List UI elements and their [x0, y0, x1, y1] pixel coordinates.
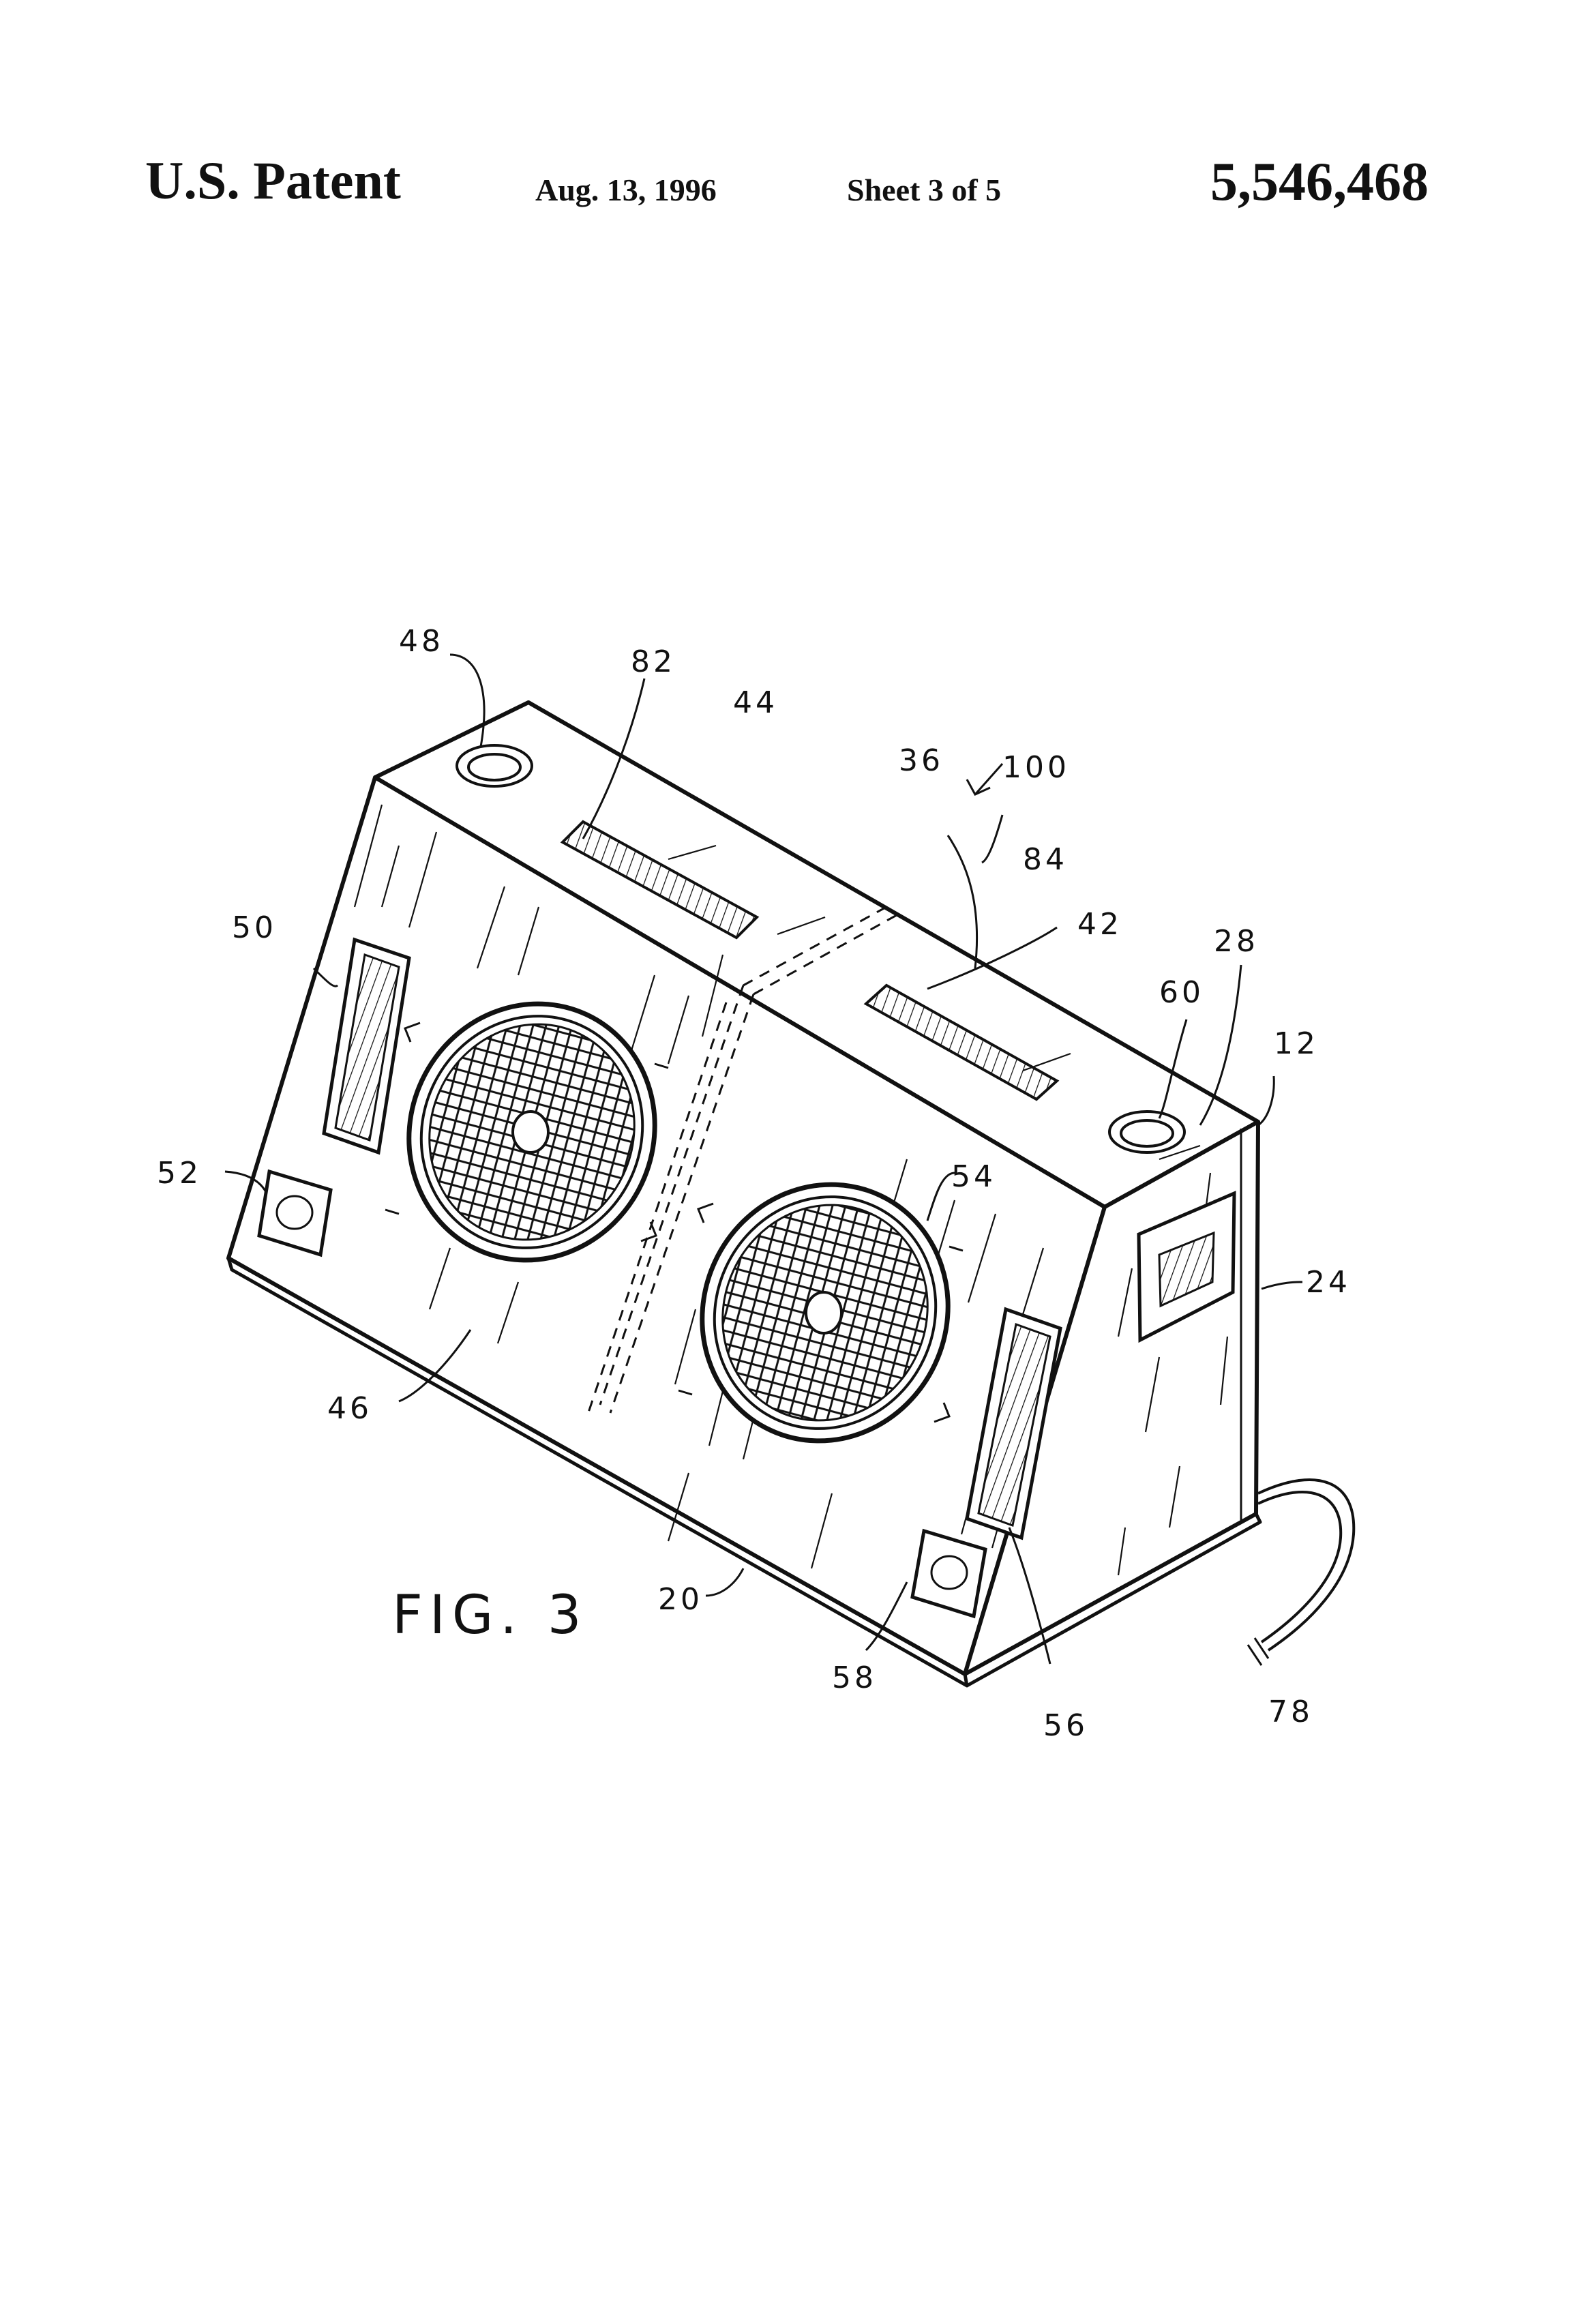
ref-42: 42	[1077, 907, 1122, 942]
ref-50: 50	[232, 910, 277, 945]
ref-84: 84	[1023, 842, 1068, 877]
port-60	[1109, 1112, 1184, 1152]
ref-20: 20	[658, 1582, 703, 1617]
ref-48: 48	[399, 624, 444, 659]
ref-12: 12	[1274, 1026, 1319, 1061]
ref-54: 54	[951, 1159, 996, 1194]
ref-36: 36	[899, 743, 944, 778]
ref-28: 28	[1214, 924, 1259, 959]
ref-56: 56	[1043, 1708, 1088, 1743]
figure-caption: FIG. 3	[392, 1585, 588, 1646]
ref-60: 60	[1159, 975, 1204, 1010]
ref-46: 46	[327, 1391, 372, 1426]
ref-78: 78	[1268, 1695, 1313, 1729]
power-cord	[1248, 1480, 1354, 1665]
enclosure-body	[228, 702, 1260, 1686]
ref-44: 44	[733, 685, 778, 720]
ref-100: 100	[1002, 750, 1070, 785]
ref-24: 24	[1306, 1265, 1351, 1300]
port-48	[457, 745, 532, 786]
ref-52: 52	[157, 1156, 202, 1191]
ref-82: 82	[631, 644, 676, 679]
ref-58: 58	[832, 1660, 877, 1695]
